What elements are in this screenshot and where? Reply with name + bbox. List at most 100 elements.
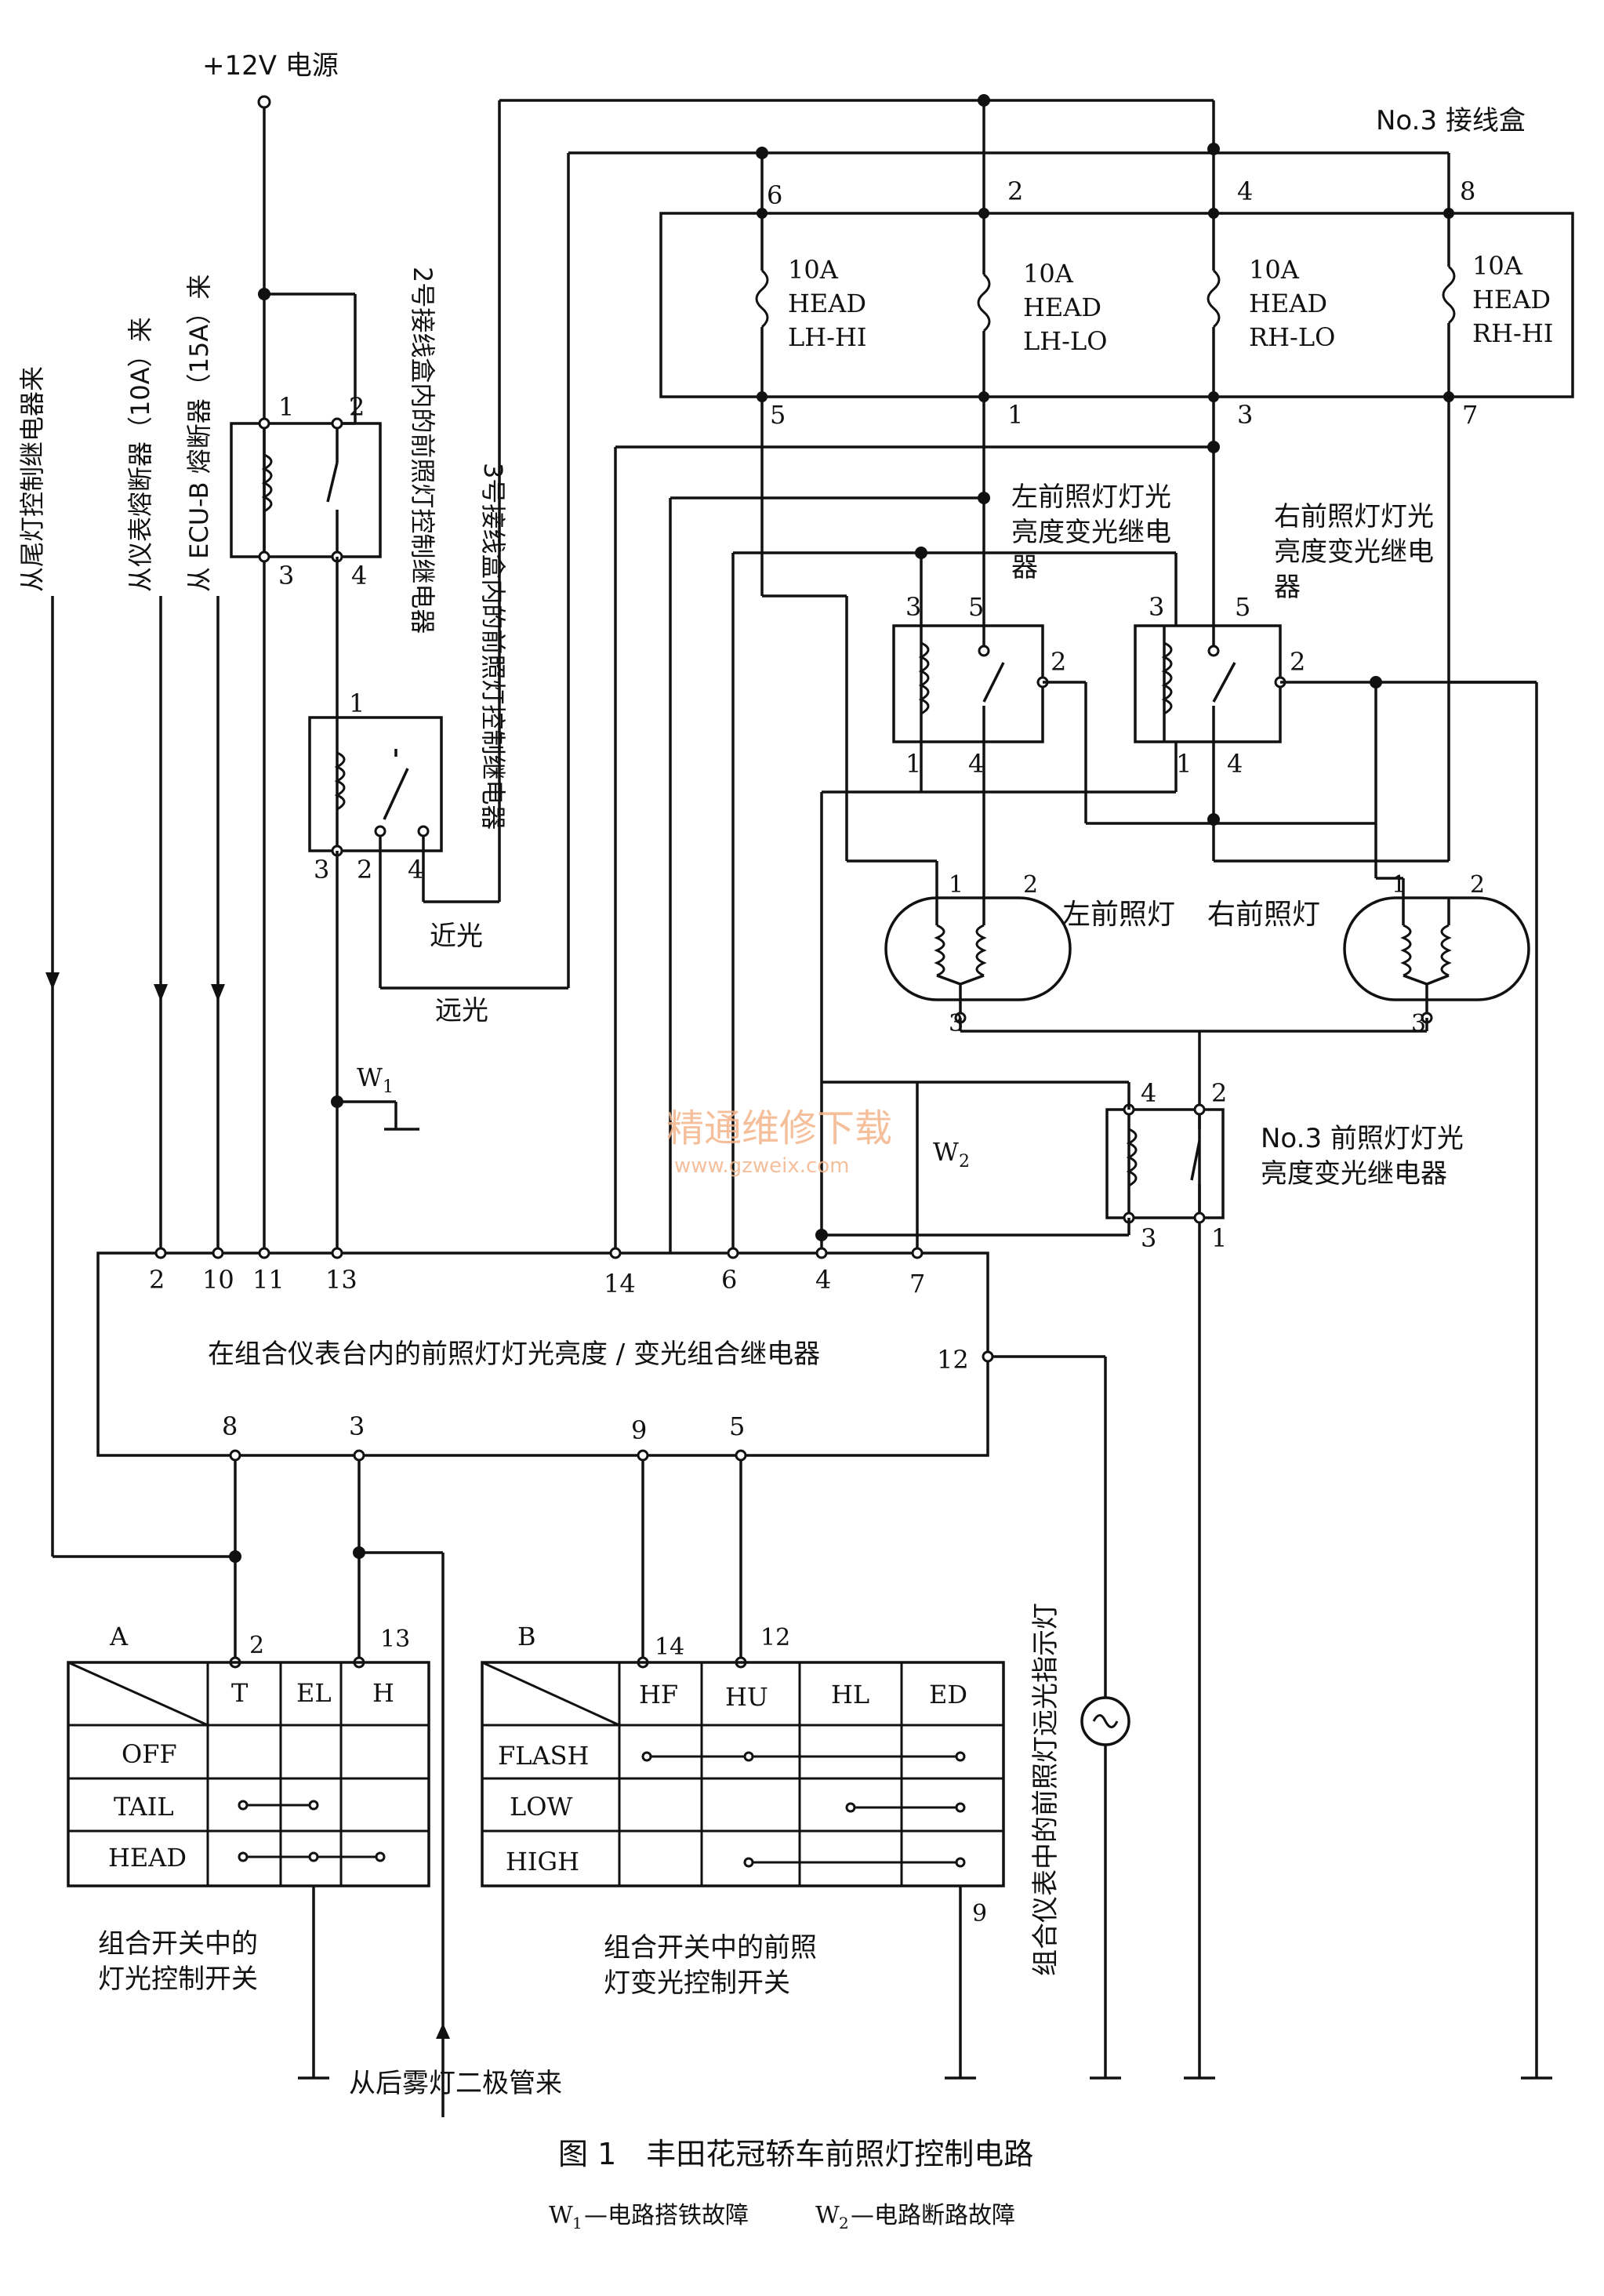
svg-text:组合开关中的: 组合开关中的: [98, 1928, 258, 1960]
svg-text:3: 3: [1237, 400, 1253, 430]
svg-text:13: 13: [380, 1626, 410, 1653]
svg-text:HEAD: HEAD: [108, 1843, 187, 1873]
svg-text:6: 6: [767, 180, 782, 210]
svg-text:7: 7: [909, 1269, 925, 1299]
svg-text:2: 2: [149, 1265, 165, 1295]
svg-text:12: 12: [937, 1345, 969, 1375]
svg-text:HEAD: HEAD: [1472, 285, 1551, 314]
svg-text:HF: HF: [639, 1680, 678, 1709]
svg-text:10: 10: [202, 1265, 234, 1295]
high-beam-label: 远光: [435, 995, 488, 1026]
fuse-rh-hi: 8 7 10A HEAD RH-HI: [1442, 153, 1553, 430]
svg-text:ED: ED: [929, 1680, 967, 1709]
svg-text:4: 4: [408, 855, 423, 885]
indicator-label: 组合仪表中的前照灯远光指示灯: [1030, 1603, 1061, 1976]
svg-text:亮度变光继电器: 亮度变光继电器: [1261, 1158, 1447, 1190]
svg-text:1: 1: [383, 1077, 394, 1097]
svg-text:RH-LO: RH-LO: [1249, 322, 1335, 352]
svg-text:左前照灯: 左前照灯: [1062, 899, 1175, 931]
dimmer-switch-b: B 14 12 HF HU HL ED FLASH LOW HIGH 9 组合开…: [481, 1460, 1005, 2080]
svg-text:—电路搭铁故障: —电路搭铁故障: [584, 2202, 749, 2229]
dimmer-relay-left: 3 5 2 1 4 左前照灯灯光 亮度变光继电 器: [892, 481, 1171, 779]
svg-text:组合开关中的前照: 组合开关中的前照: [604, 1932, 817, 1964]
svg-text:1: 1: [1392, 871, 1406, 899]
svg-text:1: 1: [1007, 400, 1023, 430]
svg-text:TAIL: TAIL: [114, 1792, 174, 1822]
svg-text:EL: EL: [296, 1678, 332, 1708]
svg-text:RH-HI: RH-HI: [1472, 318, 1553, 348]
svg-text:T: T: [231, 1678, 249, 1708]
svg-text:4: 4: [1237, 176, 1253, 206]
fault-w1-ground: W 1: [331, 1063, 419, 1131]
svg-text:LH-LO: LH-LO: [1023, 326, 1107, 356]
svg-text:1: 1: [278, 392, 294, 422]
svg-text:9: 9: [631, 1415, 647, 1445]
svg-text:www.gzweix.com: www.gzweix.com: [674, 1154, 850, 1178]
no3-dimmer-relay: 4 2 3 1 No.3 前照灯灯光 亮度变光继电器: [822, 1078, 1464, 1253]
junction-box-title: No.3 接线盒: [1376, 105, 1526, 136]
svg-text:5: 5: [729, 1411, 745, 1441]
svg-text:1: 1: [905, 749, 921, 779]
svg-text:2: 2: [959, 1152, 970, 1172]
figure-title: 图 1 丰田花冠轿车前照灯控制电路: [558, 2137, 1033, 2171]
fuse-lh-lo: 2 1 10A HEAD LH-LO: [977, 100, 1107, 430]
svg-text:LH-HI: LH-HI: [788, 322, 867, 352]
feed-ecub-label: 从 ECU-B 熔断器（15A）来: [184, 274, 214, 592]
feed-tail-label: 从尾灯控制继电器来: [17, 366, 47, 592]
svg-text:W: W: [549, 2202, 573, 2229]
svg-text:5: 5: [770, 400, 786, 430]
svg-text:2: 2: [839, 2214, 849, 2232]
svg-text:右前照灯灯光: 右前照灯灯光: [1274, 501, 1434, 532]
svg-text:3: 3: [905, 592, 921, 622]
fuse-rh-lo: 4 3 10A HEAD RH-LO: [1207, 149, 1335, 430]
svg-text:2: 2: [1290, 647, 1305, 677]
light-control-switch-a: A 2 13 T EL H OFF TAIL HEAD 组合开关中的 灯光控制开…: [67, 1460, 562, 2117]
svg-text:12: 12: [760, 1624, 790, 1651]
svg-text:B: B: [517, 1622, 536, 1651]
relay-no3-label: 3号接线盒内的前照灯控制继电器: [478, 463, 508, 830]
power-label: +12V 电源: [202, 50, 339, 82]
dimmer-wiring: [614, 397, 1552, 2080]
svg-text:2: 2: [349, 392, 365, 422]
svg-text:3: 3: [278, 561, 294, 590]
low-beam-label: 近光: [430, 921, 483, 952]
svg-text:No.3 前照灯灯光: No.3 前照灯灯光: [1261, 1123, 1464, 1154]
svg-text:1: 1: [1176, 749, 1192, 779]
fault-w2-open: W 2: [815, 1082, 970, 1253]
svg-text:4: 4: [968, 749, 984, 779]
combo-relay-top-pins: 2 10 11 13 14 6 4 7: [149, 1247, 925, 1299]
relay-no2-headlight-control: 1 2 3 4 2号接线盒内的前照灯控制继电器: [230, 267, 437, 718]
relay-no3-headlight-control: 1 3 2 4 3号接线盒内的前照灯控制继电器 近光 远光: [308, 100, 570, 1253]
svg-text:HIGH: HIGH: [506, 1847, 579, 1876]
svg-text:灯光控制开关: 灯光控制开关: [98, 1964, 258, 1995]
svg-text:2: 2: [357, 855, 372, 885]
svg-text:3: 3: [1141, 1223, 1156, 1253]
combination-relay: 2 10 11 13 14 6 4 7 在组合仪表台内的前照灯灯光亮度 / 变光…: [96, 1247, 1107, 1698]
svg-text:5: 5: [968, 592, 984, 622]
figure-caption: 图 1 丰田花冠轿车前照灯控制电路 W 1 —电路搭铁故障 W 2 —电路断路故…: [549, 2137, 1033, 2232]
svg-text:7: 7: [1462, 400, 1478, 430]
svg-text:13: 13: [325, 1265, 357, 1295]
svg-text:HEAD: HEAD: [788, 289, 866, 318]
junction-box-frame: [659, 212, 1574, 398]
feed-fog-label: 从后雾灯二极管来: [349, 2068, 562, 2099]
svg-text:6: 6: [721, 1265, 737, 1295]
high-beam-indicator: 组合仪表中的前照灯远光指示灯: [1030, 1603, 1130, 2080]
svg-text:9: 9: [972, 1900, 987, 1927]
svg-text:3: 3: [314, 855, 329, 885]
headlamp-left: 1 2 3 左前照灯: [884, 871, 1175, 1037]
svg-text:OFF: OFF: [122, 1739, 177, 1769]
svg-text:A: A: [109, 1622, 129, 1651]
svg-text:亮度变光继电: 亮度变光继电: [1274, 536, 1434, 568]
svg-text:2: 2: [1023, 871, 1038, 899]
svg-text:1: 1: [572, 2214, 582, 2232]
svg-text:2: 2: [1007, 176, 1023, 206]
svg-text:W: W: [933, 1137, 959, 1167]
svg-text:8: 8: [1460, 176, 1475, 206]
svg-text:14: 14: [604, 1269, 636, 1299]
fuse-lh-hi: 6 5 10A HEAD LH-HI: [755, 153, 867, 430]
svg-text:FLASH: FLASH: [498, 1741, 589, 1771]
svg-text:HEAD: HEAD: [1249, 289, 1327, 318]
svg-text:灯变光控制开关: 灯变光控制开关: [604, 1967, 790, 1999]
svg-text:3: 3: [1149, 592, 1164, 622]
